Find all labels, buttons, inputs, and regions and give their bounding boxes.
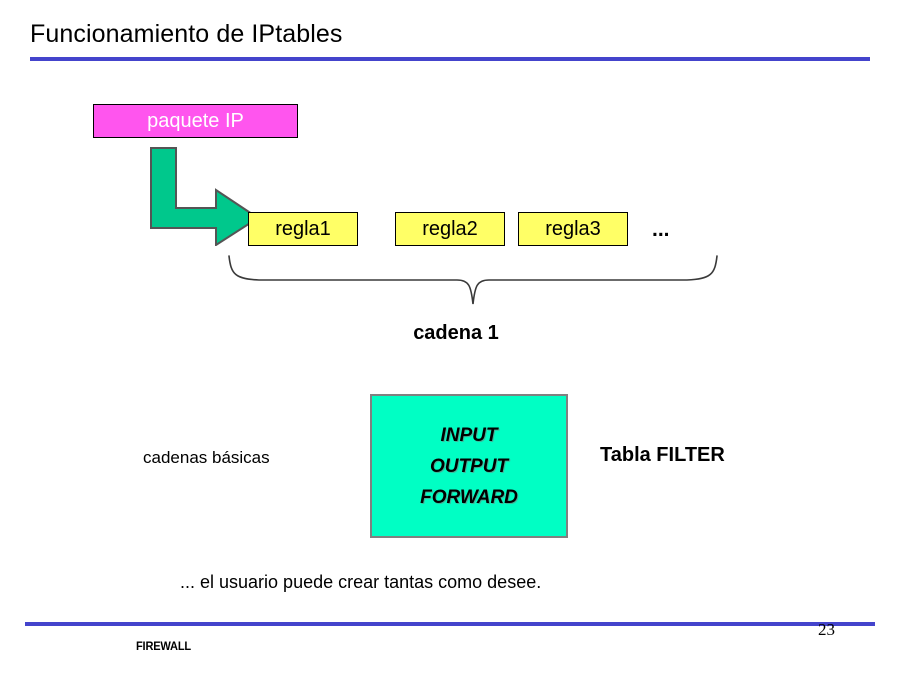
rule-box: regla2 xyxy=(395,212,510,251)
rule-box: regla1 xyxy=(248,212,363,251)
filter-chain-input: INPUT xyxy=(440,424,498,446)
page-title: Funcionamiento de IPtables xyxy=(30,20,343,48)
rule-box-label: regla1 xyxy=(275,218,331,240)
chain-label: cadena 1 xyxy=(413,322,499,344)
filter-table-box: INPUT OUTPUT FORWARD xyxy=(370,394,568,538)
rule-box-label: regla2 xyxy=(422,218,478,240)
basic-chains-label: cadenas básicas xyxy=(143,448,270,467)
elbow-arrow-icon xyxy=(148,146,262,247)
rule-box-label: regla3 xyxy=(545,218,601,240)
note-text: ... el usuario puede crear tantas como d… xyxy=(180,572,542,592)
curly-brace-icon xyxy=(225,252,721,308)
packet-box-label: paquete IP xyxy=(147,110,244,132)
filter-chain-forward: FORWARD xyxy=(420,486,518,508)
chain-label-wrapper: cadena 1 xyxy=(0,322,900,345)
rules-ellipsis: ... xyxy=(652,218,670,241)
rule-box: regla3 xyxy=(518,212,633,251)
footer-divider xyxy=(25,622,875,626)
title-divider xyxy=(30,57,870,61)
footer-label: FIREWALL xyxy=(136,639,191,653)
page-number: 23 xyxy=(818,620,835,639)
filter-chain-output: OUTPUT xyxy=(429,455,509,477)
filter-table-label: Tabla FILTER xyxy=(600,444,725,466)
packet-box: paquete IP xyxy=(93,104,303,143)
